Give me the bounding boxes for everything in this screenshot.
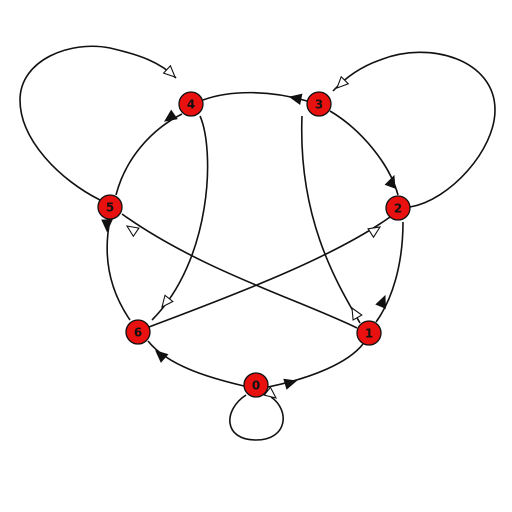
- hollow-arrowhead: [125, 225, 140, 238]
- edges-layer: [19, 45, 496, 441]
- node-0[interactable]: 0: [243, 372, 269, 398]
- node-circle: [178, 91, 204, 117]
- edge-line: [229, 394, 284, 441]
- filled-arrowhead: [375, 294, 386, 309]
- hollow-arrowhead: [161, 294, 174, 309]
- node-circle: [306, 91, 332, 117]
- edge-1-to-5: [121, 213, 358, 329]
- node-label: 2: [394, 202, 402, 216]
- hollow-arrowhead: [336, 75, 350, 89]
- hollow-arrowhead: [263, 386, 278, 399]
- edge-4-to-5: [115, 109, 183, 196]
- node-label: 5: [106, 201, 114, 215]
- filled-arrowhead: [288, 93, 303, 105]
- edge-line: [151, 115, 209, 321]
- node-label: 0: [252, 379, 260, 393]
- node-2[interactable]: 2: [385, 195, 411, 221]
- edge-6-to-2: [148, 216, 391, 328]
- edge-0-to-0: [229, 386, 284, 441]
- edge-line: [115, 113, 183, 196]
- node-4[interactable]: 4: [178, 91, 204, 117]
- node-label: 4: [187, 98, 195, 112]
- edge-1-to-3: [300, 115, 363, 324]
- node-3[interactable]: 3: [306, 91, 332, 117]
- edge-line: [148, 216, 391, 328]
- edge-line: [147, 340, 245, 387]
- edge-line: [300, 115, 361, 324]
- edge-0-to-1: [267, 343, 364, 390]
- edge-4-to-6: [151, 115, 209, 321]
- hollow-arrowhead: [367, 226, 382, 239]
- hollow-arrowhead: [351, 306, 363, 321]
- edge-2-to-3: [332, 51, 496, 208]
- edge-line: [106, 219, 131, 321]
- filled-arrowhead: [101, 219, 113, 233]
- edge-line: [375, 221, 404, 323]
- node-circle: [243, 372, 269, 398]
- edge-0-to-6: [147, 340, 245, 387]
- nodes-layer: 0 1 2 3 4 5 6: [97, 91, 411, 398]
- node-label: 3: [315, 98, 323, 112]
- edge-line: [332, 51, 496, 208]
- edge-5-to-4: [19, 45, 177, 201]
- edge-2-to-3: [329, 110, 399, 196]
- node-circle: [385, 195, 411, 221]
- node-6[interactable]: 6: [125, 319, 151, 345]
- node-circle: [97, 194, 123, 220]
- node-circle: [125, 319, 151, 345]
- filled-arrowhead: [164, 109, 178, 122]
- edge-1-to-2: [375, 221, 404, 323]
- filled-arrowhead: [283, 378, 298, 390]
- edge-3-to-4: [202, 91, 308, 105]
- edge-line: [267, 343, 364, 388]
- node-circle: [356, 320, 382, 346]
- edge-line: [19, 45, 177, 201]
- filled-arrowhead: [155, 350, 169, 363]
- filled-arrowhead: [384, 174, 396, 189]
- node-label: 1: [365, 327, 373, 341]
- hollow-arrowhead: [162, 64, 176, 78]
- edge-line: [121, 213, 358, 329]
- node-label: 6: [134, 326, 142, 340]
- node-5[interactable]: 5: [97, 194, 123, 220]
- node-1[interactable]: 1: [356, 320, 382, 346]
- edge-5-to-6: [101, 219, 131, 321]
